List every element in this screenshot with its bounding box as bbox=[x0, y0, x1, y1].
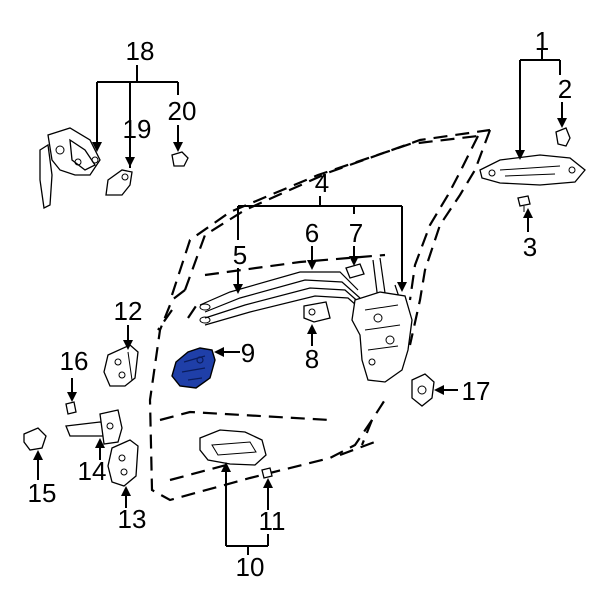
callout-6: 6 bbox=[305, 218, 319, 248]
callout-16: 16 bbox=[60, 346, 89, 376]
part-9-inside-handle bbox=[171, 347, 216, 389]
callout-3: 3 bbox=[523, 232, 537, 262]
callout-8: 8 bbox=[305, 344, 319, 374]
callout-13: 13 bbox=[118, 504, 147, 534]
part-17-striker bbox=[411, 373, 435, 407]
part-1-outside-handle bbox=[479, 154, 586, 186]
door-outline bbox=[148, 128, 492, 502]
callout-12: 12 bbox=[114, 296, 143, 326]
part-19 bbox=[105, 169, 133, 196]
part-16 bbox=[65, 401, 77, 415]
callout-15: 15 bbox=[28, 478, 57, 508]
part-11 bbox=[261, 467, 273, 479]
callout-11: 11 bbox=[259, 506, 286, 536]
door-lock-assembly bbox=[351, 291, 413, 383]
part-15 bbox=[23, 427, 47, 451]
part-13-lower-hinge bbox=[107, 439, 139, 487]
part-12-upper-hinge bbox=[103, 344, 139, 387]
callout-17: 17 bbox=[462, 376, 491, 406]
callout-10: 10 bbox=[236, 552, 265, 582]
callout-1: 1 bbox=[535, 26, 549, 56]
callout-14: 14 bbox=[78, 456, 107, 486]
callout-9: 9 bbox=[241, 338, 255, 368]
callout-18: 18 bbox=[126, 36, 155, 66]
callout-labels: 1 2 3 4 5 6 7 8 9 10 11 12 13 14 15 16 1… bbox=[28, 26, 573, 582]
part-7 bbox=[345, 263, 365, 279]
part-18-hinge bbox=[39, 127, 101, 209]
callout-19: 19 bbox=[123, 114, 152, 144]
leader-lines bbox=[33, 50, 567, 555]
callout-4: 4 bbox=[315, 168, 329, 198]
part-10-bezel bbox=[199, 429, 267, 466]
part-3-screw bbox=[517, 195, 531, 212]
callout-2: 2 bbox=[558, 74, 572, 104]
callout-7: 7 bbox=[349, 218, 363, 248]
part-14-check bbox=[65, 409, 123, 445]
part-20 bbox=[171, 151, 189, 167]
callout-20: 20 bbox=[168, 96, 197, 126]
part-2 bbox=[555, 127, 571, 147]
part-8 bbox=[303, 301, 331, 323]
callout-5: 5 bbox=[233, 240, 247, 270]
